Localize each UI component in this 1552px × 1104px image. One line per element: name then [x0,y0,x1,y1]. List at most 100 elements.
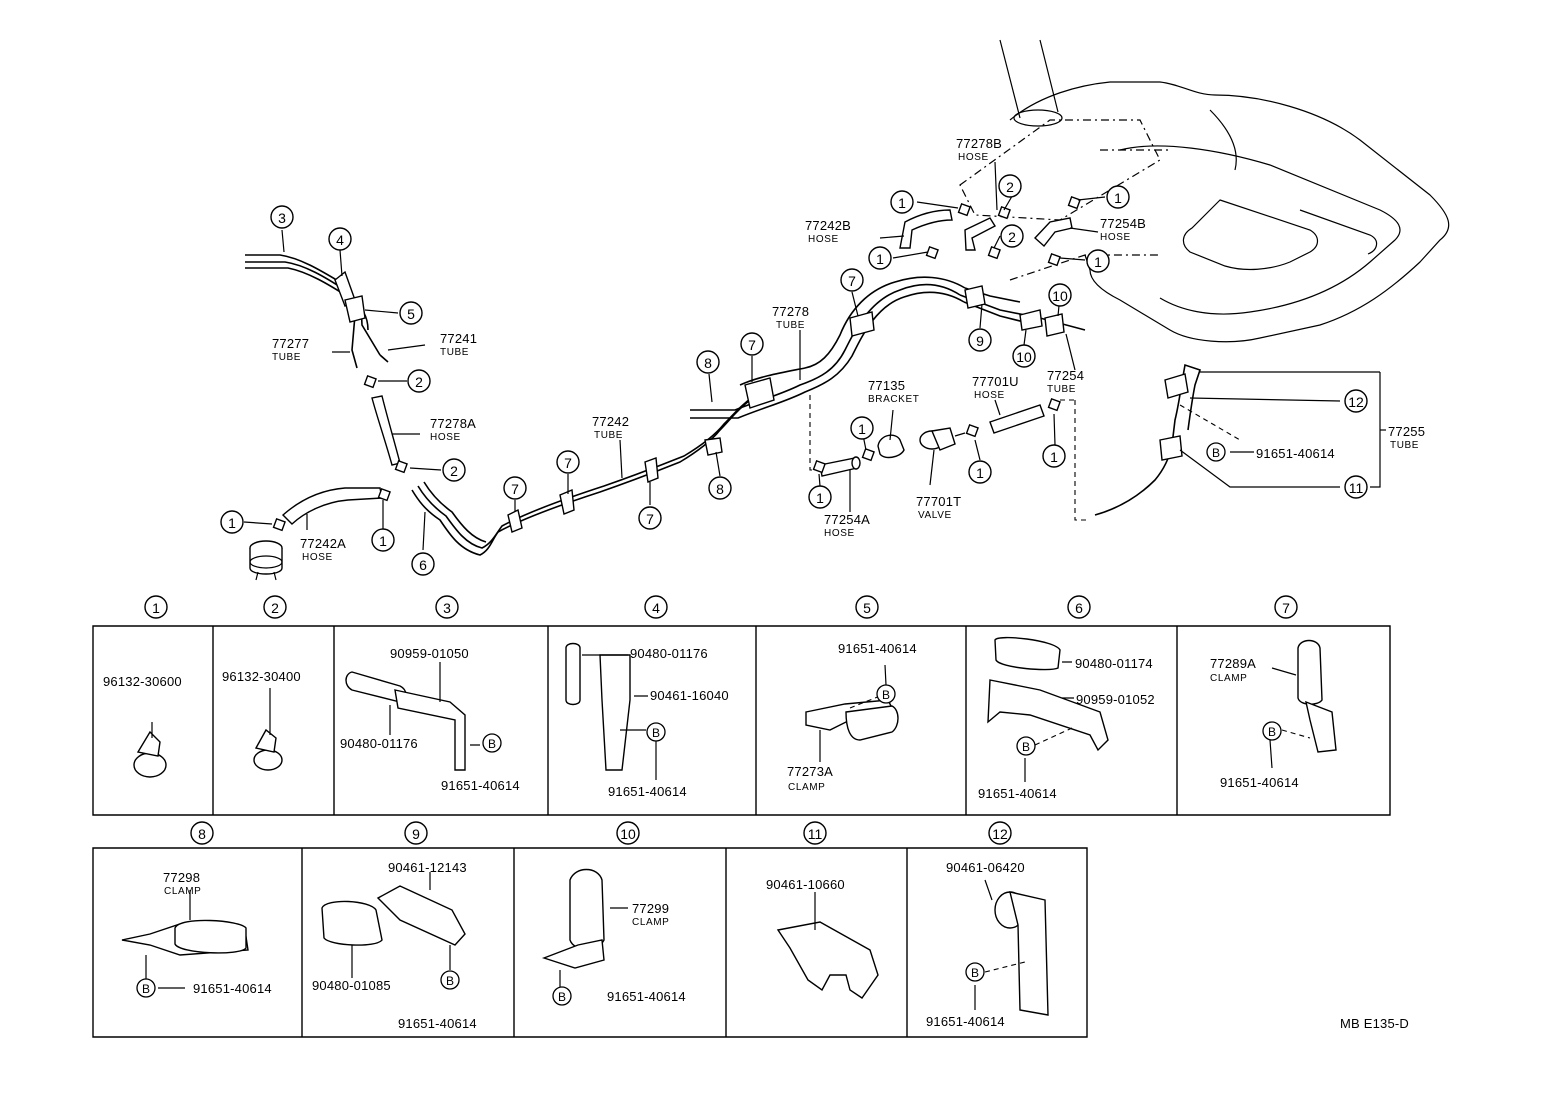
callout-1: 1 [868,246,892,270]
callout-number: 1 [379,533,387,549]
callout-8: 8 [708,476,732,500]
bolt-letter: B [558,990,566,1004]
d3-label-2: 91651-40614 [441,778,520,793]
callout-circle [868,246,892,270]
callout-circle [644,595,668,619]
callout-number: 7 [646,511,654,527]
callout-number: 1 [898,195,906,211]
callout-2: 2 [1000,224,1024,248]
callout-circle [1106,185,1130,209]
label-77254a: 77254A [824,512,870,527]
callout-circle [1344,389,1368,413]
callout-5: 5 [855,595,879,619]
bolt-letter: B [1268,725,1276,739]
callout-circle [855,595,879,619]
label-77255: 77255 [1388,424,1425,439]
callout-circle [435,595,459,619]
callout-7: 7 [1274,595,1298,619]
label-77278: 77278 [772,304,809,319]
callout-circle [998,174,1022,198]
callout-1: 1 [808,485,832,509]
d5-label-0: 91651-40614 [838,641,917,656]
callout-circle [638,506,662,530]
desc-77242b: HOSE [808,234,839,245]
callout-9: 9 [968,328,992,352]
bolt-letter: B [882,688,890,702]
d3-label-1: 90480-01176 [340,736,418,751]
callout-circle [808,485,832,509]
callout-circle [270,205,294,229]
d5-label-1: 77273A [787,764,833,779]
callout-number: 8 [198,826,206,842]
callout-number: 2 [415,374,423,390]
d11-label-0: 90461-10660 [766,877,845,892]
callout-number: 8 [716,481,724,497]
tube-clamps [334,270,1189,533]
desc-77701u: HOSE [974,390,1005,401]
callout-circle [144,595,168,619]
callout-2: 2 [407,369,431,393]
callout-circle [1000,224,1024,248]
callout-circle [1042,444,1066,468]
callout-circle [1344,475,1368,499]
callout-number: 2 [271,600,279,616]
d12-label-0: 90461-06420 [946,860,1025,875]
hose-clips [272,195,1081,532]
label-77242b: 77242B [805,218,851,233]
callout-circle [988,821,1012,845]
label-77254b: 77254B [1100,216,1146,231]
callout-2: 2 [998,174,1022,198]
callout-number: 11 [808,826,823,842]
bolt-circle [1206,442,1226,462]
bolt-circle [482,733,502,753]
d7-label-1: CLAMP [1210,673,1247,684]
callout-1: 1 [371,528,395,552]
bolt-marker: B [1016,736,1036,756]
diagram-code: MB E135-D [1340,1016,1409,1031]
bolt-letter: B [1022,740,1030,754]
desc-77242a: HOSE [302,552,333,563]
callout-4: 4 [644,595,668,619]
callout-number: 10 [1052,288,1068,304]
callout-number: 6 [1075,600,1083,616]
callout-circle [1274,595,1298,619]
d9-label-2: 91651-40614 [398,1016,477,1031]
desc-77241: TUBE [440,347,469,358]
callout-number: 9 [976,333,984,349]
callout-number: 3 [278,210,286,226]
callout-circle [190,821,214,845]
d4-label-1: 90461-16040 [650,688,729,703]
desc-77255: TUBE [1390,440,1419,451]
d6-label-0: 90480-01174 [1075,656,1153,671]
desc-77278b: HOSE [958,152,989,163]
hoses [281,209,1073,525]
callout-circle [1067,595,1091,619]
callout-number: 2 [1006,179,1014,195]
callout-7: 7 [503,476,527,500]
d10-label-0: 77299 [632,901,669,916]
desc-77135: BRACKET [868,394,919,405]
label-77135: 77135 [868,378,905,393]
callout-10: 10 [1012,344,1036,368]
callout-12: 12 [988,821,1012,845]
callout-number: 9 [412,826,420,842]
bolt-circle [646,722,666,742]
callout-circle [968,328,992,352]
detail-drawings [121,636,1337,1016]
label-77241: 77241 [440,331,477,346]
callout-circle [404,821,428,845]
desc-77254a: HOSE [824,528,855,539]
d9-label-1: 90480-01085 [312,978,391,993]
callout-1: 1 [220,510,244,534]
callout-9: 9 [404,821,428,845]
desc-77242: TUBE [594,430,623,441]
callout-number: 8 [704,355,712,371]
callout-number: 5 [407,306,415,322]
d7-label-0: 77289A [1210,656,1256,671]
label-77242: 77242 [592,414,629,429]
bolt-circle [552,986,572,1006]
callout-number: 1 [152,600,160,616]
d4-label-0: 90480-01176 [630,646,708,661]
callout-circle [803,821,827,845]
